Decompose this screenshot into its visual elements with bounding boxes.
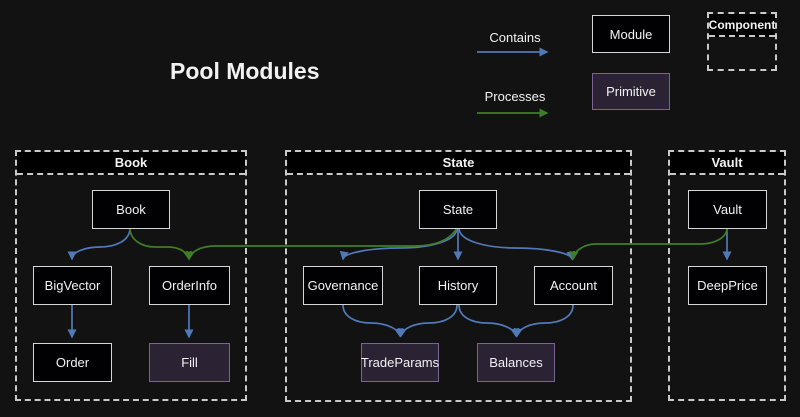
node-book-label: Book	[116, 202, 146, 217]
edge-contains-history-tradeparams	[397, 304, 458, 338]
edge-contains-account-balances	[513, 304, 574, 338]
node-history-label: History	[437, 278, 479, 293]
edge-contains-state-governance	[339, 227, 458, 261]
legend-module-box: Module	[592, 15, 670, 53]
node-deepprice-label: DeepPrice	[697, 278, 758, 293]
node-governance-label: Governance	[307, 278, 379, 293]
node-account-label: Account	[550, 278, 597, 293]
node-tradeparams-label: TradeParams	[360, 355, 440, 370]
node-balances-label: Balances	[489, 355, 543, 370]
node-tradeparams: TradeParams	[361, 343, 439, 382]
node-vault: Vault	[688, 190, 767, 229]
section-book-container: Book	[15, 150, 247, 401]
edge-contains-history-balances	[458, 304, 520, 338]
edge-contains-state-account	[458, 227, 576, 261]
legend-module-label: Module	[609, 26, 653, 42]
legend-primitive-box: Primitive	[592, 73, 670, 110]
legend-component-box: Component	[707, 12, 777, 71]
legend-processes-label: Processes	[484, 89, 546, 104]
node-book: Book	[92, 190, 170, 229]
node-state-label: State	[442, 202, 474, 217]
node-orderinfo-label: OrderInfo	[162, 278, 217, 293]
section-book-header: Book	[17, 152, 245, 175]
node-history: History	[419, 266, 497, 305]
node-state: State	[419, 190, 497, 229]
legend-component-label: Component	[709, 14, 775, 37]
page-title: Pool Modules	[170, 58, 320, 84]
node-vault-label: Vault	[713, 202, 742, 217]
node-governance: Governance	[303, 266, 383, 305]
node-deepprice: DeepPrice	[688, 266, 767, 305]
legend-contains-label: Contains	[489, 30, 541, 45]
node-balances: Balances	[477, 343, 555, 382]
edge-contains-book-bigvector	[67, 227, 131, 261]
edge-processes-state-orderinfo	[185, 227, 458, 261]
section-state-container: State	[285, 150, 632, 402]
edge-processes-vault-account	[569, 227, 728, 261]
edge-contains-governance-tradeparams	[342, 304, 404, 338]
node-account: Account	[534, 266, 613, 305]
edge-processes-book-orderinfo	[129, 227, 193, 261]
section-state-header: State	[287, 152, 630, 175]
node-fill-label: Fill	[181, 355, 198, 370]
node-order: Order	[33, 343, 112, 382]
legend-primitive-label: Primitive	[606, 84, 656, 99]
node-orderinfo: OrderInfo	[149, 266, 230, 305]
section-vault-header: Vault	[670, 152, 784, 175]
node-bigvector-label: BigVector	[44, 278, 101, 293]
node-bigvector: BigVector	[33, 266, 112, 305]
node-order-label: Order	[55, 355, 90, 370]
node-fill: Fill	[149, 343, 230, 382]
section-vault-container: Vault	[668, 150, 786, 401]
